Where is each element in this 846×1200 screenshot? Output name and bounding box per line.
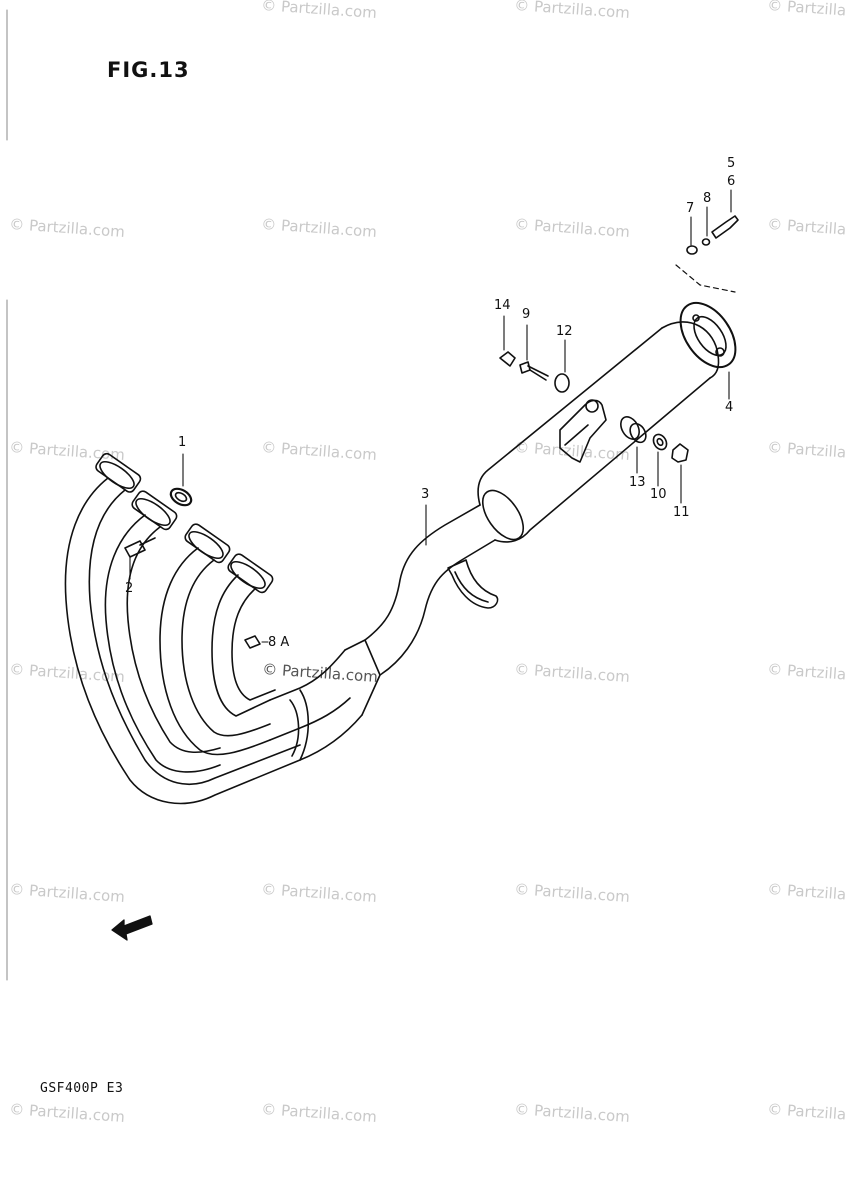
- model-code: GSF400P E3: [40, 1081, 124, 1096]
- callout-11: 11: [673, 505, 690, 520]
- callout-8a: 8 A: [268, 635, 290, 650]
- header-nut: [244, 635, 261, 649]
- exhaust-mid-pipe: [364, 504, 499, 676]
- header-flanges: [95, 452, 274, 594]
- muffler-mounting-hardware: [620, 416, 689, 463]
- callout-2: 2: [125, 581, 134, 596]
- callout-10: 10: [650, 487, 667, 502]
- callout-9: 9: [522, 307, 531, 322]
- callout-1: 1: [178, 435, 187, 450]
- callout-6: 6: [727, 174, 736, 189]
- muffler-bolt-hardware: [499, 351, 570, 393]
- muffler: [477, 301, 737, 543]
- front-direction-arrow: [111, 915, 153, 941]
- callout-leader-lines: [129, 189, 732, 643]
- callout-7: 7: [686, 201, 695, 216]
- callout-13: 13: [629, 475, 646, 490]
- callout-4: 4: [725, 400, 734, 415]
- exhaust-gasket: [169, 487, 193, 507]
- end-cap-bolt-hardware: [675, 215, 739, 293]
- callout-8: 8: [703, 191, 712, 206]
- figure-title: FIG.13: [107, 58, 190, 82]
- callout-12: 12: [556, 324, 573, 339]
- exhaust-header-pipes: [64, 477, 381, 805]
- header-bolt: [124, 537, 156, 558]
- callout-3: 3: [421, 487, 430, 502]
- callout-14: 14: [494, 298, 511, 313]
- callout-5: 5: [727, 156, 736, 171]
